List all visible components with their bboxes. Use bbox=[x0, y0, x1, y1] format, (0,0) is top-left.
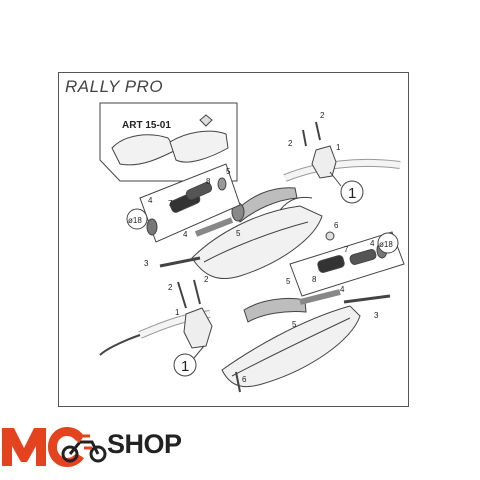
top-bolt-2b bbox=[315, 121, 321, 141]
logo-letter-m bbox=[2, 428, 46, 466]
handlebar-lower-end bbox=[99, 334, 141, 356]
upper-spacer bbox=[194, 217, 234, 237]
lower-handguard-rib bbox=[231, 317, 351, 377]
inset-label: ART 15-01 bbox=[122, 120, 171, 131]
lower-bolt-2b bbox=[193, 279, 201, 305]
part-label-5d: 5 bbox=[292, 320, 297, 329]
part-label-4d: 4 bbox=[340, 285, 345, 294]
size-circle-upper bbox=[126, 208, 148, 230]
part-label-6b: 6 bbox=[242, 375, 247, 384]
diagram-title: RALLY PRO bbox=[65, 77, 164, 96]
part-label-5a: 5 bbox=[226, 167, 231, 176]
part-label-2c: 2 bbox=[168, 283, 173, 292]
part-label-1b: 1 bbox=[175, 308, 180, 317]
part-label-6a: 6 bbox=[334, 221, 339, 230]
part-label-8b: 8 bbox=[312, 275, 317, 284]
size-label-lower: ø18 bbox=[379, 240, 393, 249]
upper-roller-8 bbox=[185, 181, 213, 201]
part-label-2d: 2 bbox=[204, 275, 209, 284]
part-label-7a: 7 bbox=[168, 199, 173, 208]
lower-roller-8 bbox=[349, 249, 377, 265]
part-label-4b: 4 bbox=[183, 230, 188, 239]
part-label-4c: 4 bbox=[370, 239, 375, 248]
part-label-5b: 5 bbox=[236, 229, 241, 238]
upper-grip bbox=[234, 187, 298, 223]
part-label-3a: 3 bbox=[144, 259, 149, 268]
washer-6 bbox=[325, 231, 335, 241]
upper-handguard bbox=[191, 205, 323, 280]
part-label-2b: 2 bbox=[288, 139, 293, 148]
part-label-3b: 3 bbox=[374, 311, 379, 320]
upper-handguard-mount bbox=[279, 196, 313, 211]
upper-nut-5 bbox=[217, 177, 227, 191]
lower-spacer bbox=[299, 289, 341, 305]
lower-kit-box bbox=[289, 231, 405, 297]
part-label-4a: 4 bbox=[148, 196, 153, 205]
part-label-7b: 7 bbox=[344, 245, 349, 254]
handlebar-top-tube-inner bbox=[283, 159, 401, 181]
callout-1-upper-leader bbox=[329, 171, 342, 187]
callout-1-lower bbox=[173, 353, 197, 377]
inset-bolt bbox=[199, 114, 213, 127]
part-label-5c: 5 bbox=[286, 277, 291, 286]
bolt-3-lower bbox=[343, 294, 391, 304]
bolt-3-upper bbox=[159, 256, 201, 268]
lower-bolt-2 bbox=[177, 281, 187, 309]
inset-handguard-right bbox=[169, 130, 229, 163]
part-label-2a: 2 bbox=[320, 111, 325, 120]
mc-shop-logo[interactable] bbox=[0, 418, 200, 474]
lower-grip bbox=[243, 297, 307, 323]
callout-1-upper bbox=[340, 180, 364, 204]
top-clamp bbox=[311, 145, 337, 179]
upper-handguard-rib bbox=[203, 221, 309, 263]
upper-cap-4 bbox=[146, 218, 158, 236]
size-circle-lower bbox=[377, 232, 399, 254]
callout-number-upper: 1 bbox=[348, 185, 356, 202]
size-label-upper: ø18 bbox=[128, 216, 142, 225]
lower-roller-7 bbox=[317, 255, 345, 273]
motorcycle-icon bbox=[61, 434, 107, 463]
callout-number-lower: 1 bbox=[181, 358, 189, 375]
top-bolt-2 bbox=[302, 129, 307, 147]
callout-1-lower-leader bbox=[193, 345, 205, 359]
logo-shop-text: SHOP bbox=[107, 429, 182, 459]
bolt-6-lower bbox=[235, 371, 241, 393]
part-label-8a: 8 bbox=[206, 177, 211, 186]
lower-clamp bbox=[183, 307, 213, 349]
part-label-1: 1 bbox=[336, 143, 341, 152]
